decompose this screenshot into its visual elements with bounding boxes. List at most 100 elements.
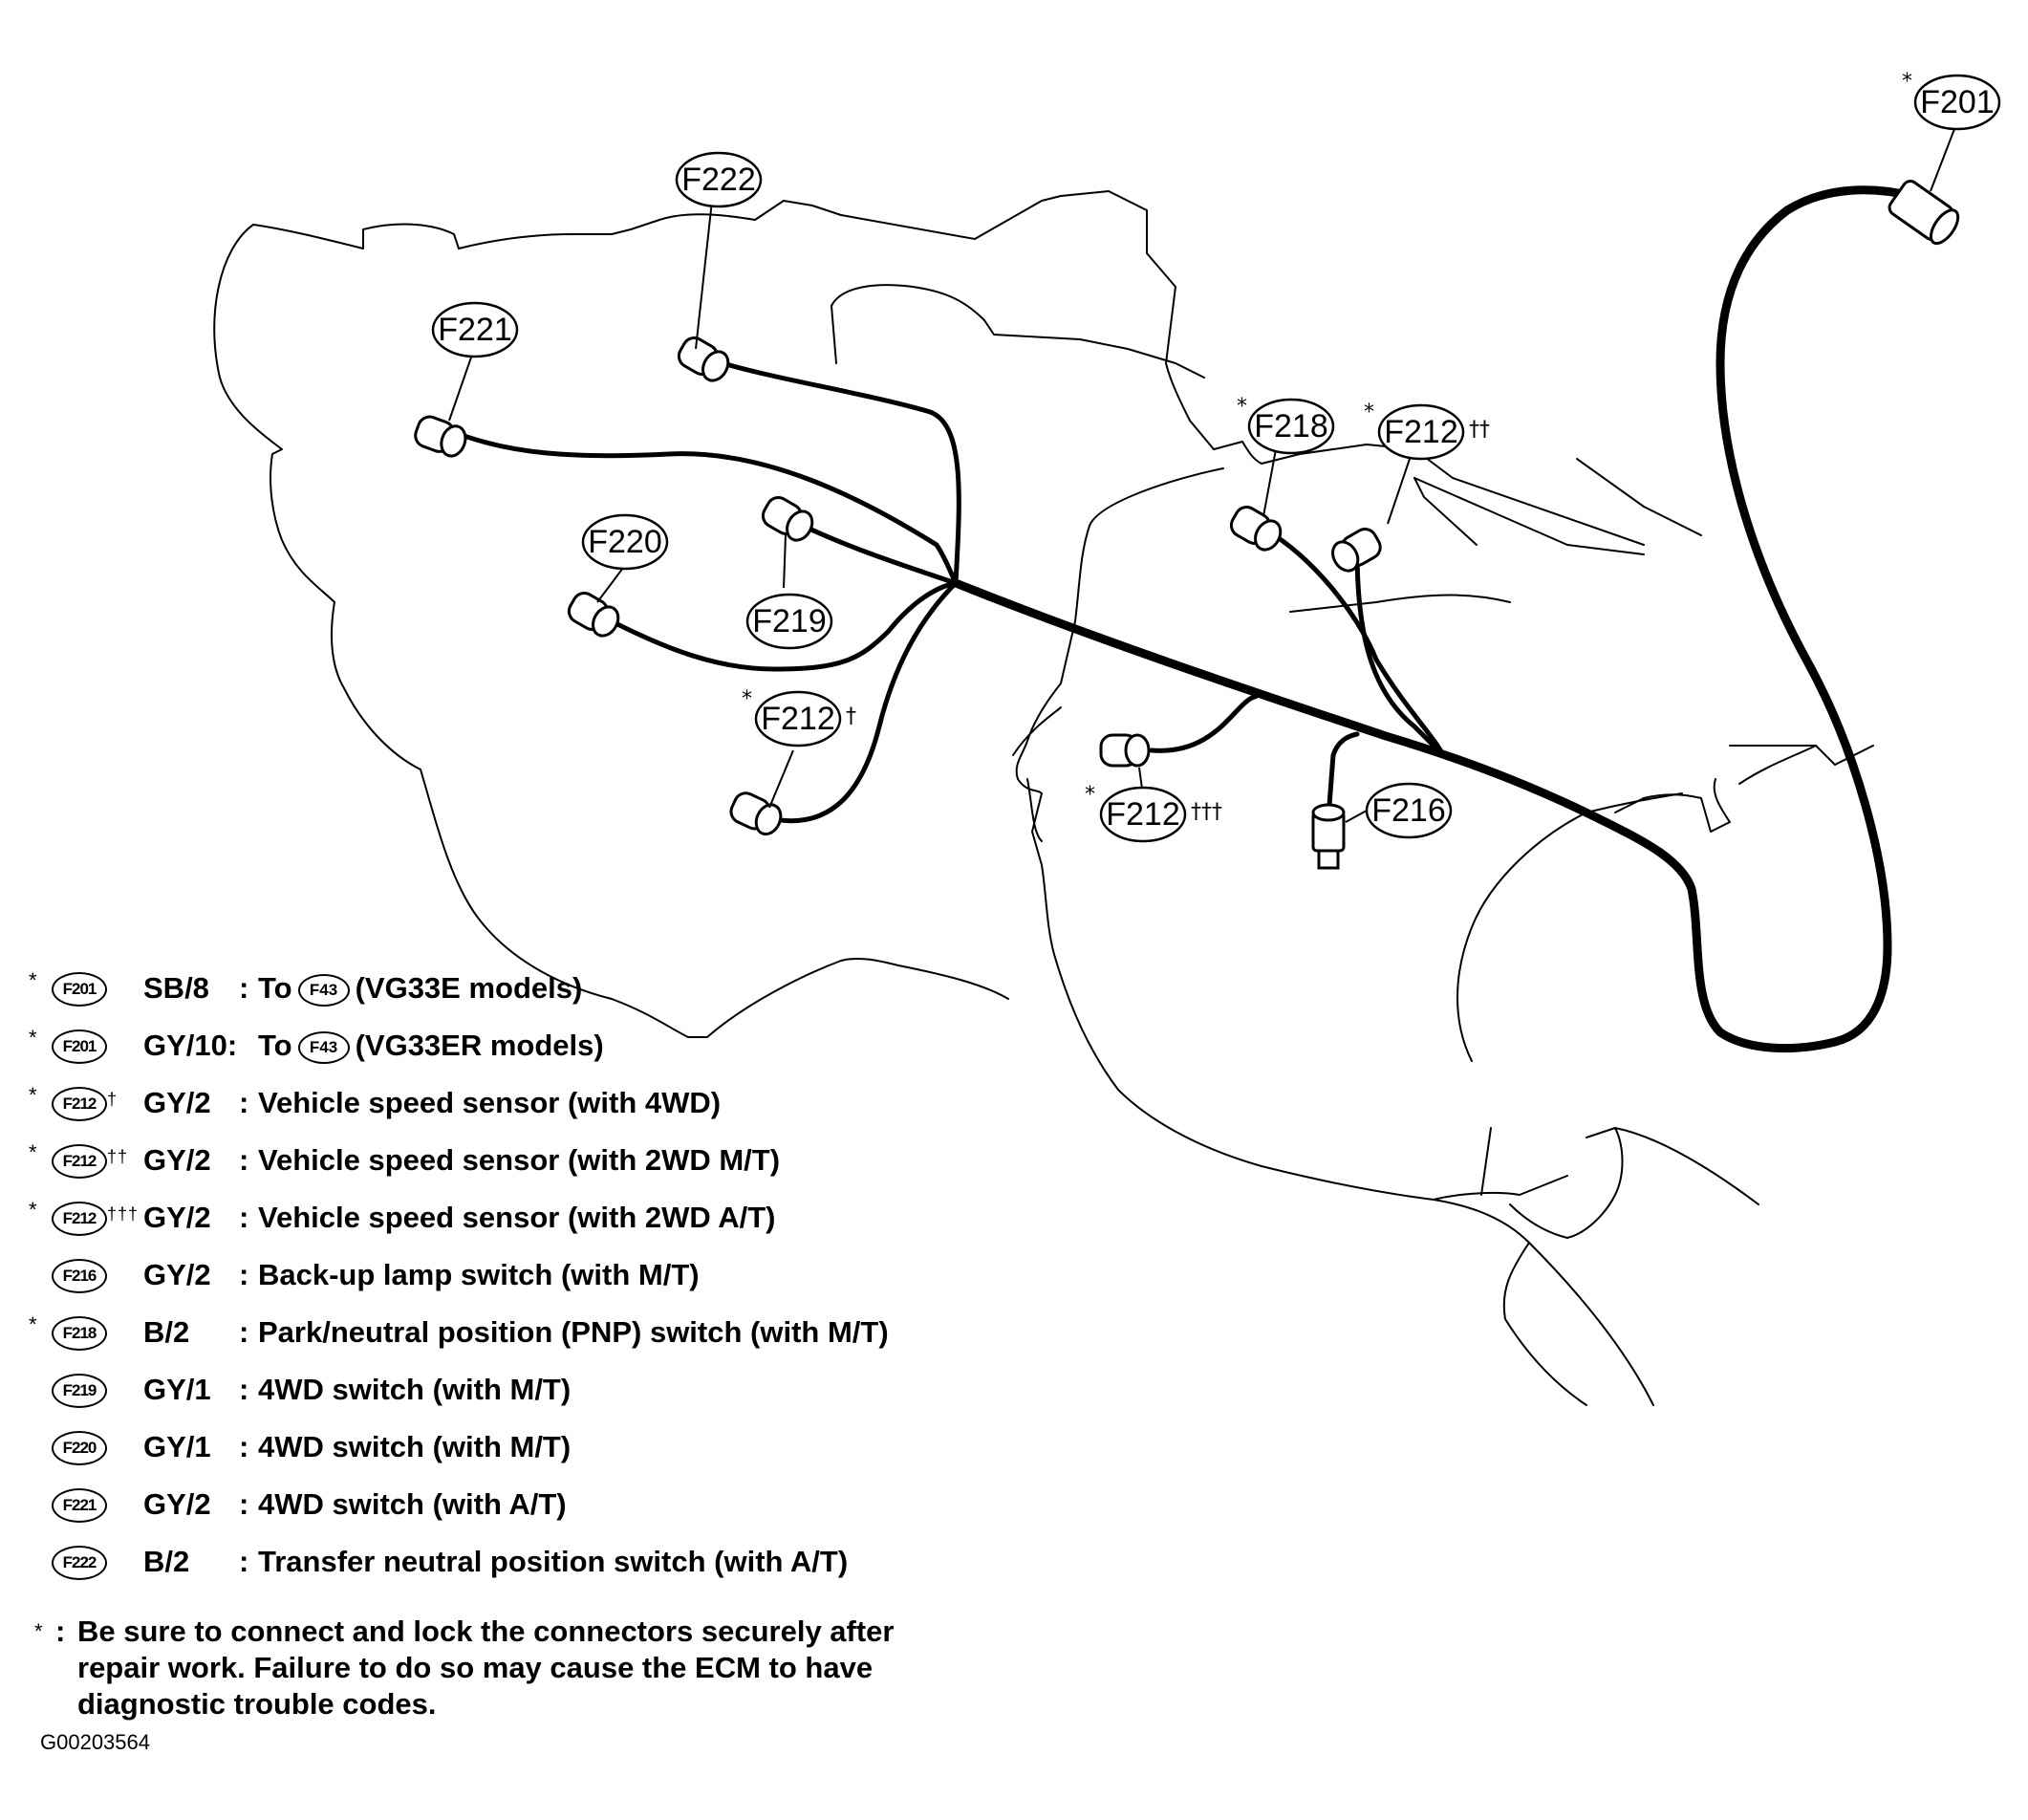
svg-text:†††: ††† [1191,800,1222,824]
svg-text:†: † [846,704,856,728]
legend-description: 4WD switch (with A/T) [258,1487,567,1521]
legend-description: Vehicle speed sensor (with 4WD) [258,1086,722,1119]
connector-plugs [414,180,1960,870]
legend-connector-tag: F201 [52,1029,107,1064]
connector-f216-plug [1311,803,1346,870]
legend-wire-code: SB/8 [143,971,209,1005]
legend-connector-tag: F222 [52,1546,107,1580]
legend-wire-code: GY/1 [143,1430,211,1463]
harness-wires [446,185,1916,1053]
footnote-star: * [34,1619,43,1643]
connector-f212-4wd-plug [729,791,783,836]
legend-dagger: ††† [107,1204,140,1224]
legend-wire-code: B/2 [143,1315,190,1349]
legend-description: Vehicle speed sensor (with 2WD A/T) [258,1201,776,1234]
legend-target-tag: F43 [297,1030,350,1064]
svg-text:*: * [742,687,752,711]
callout-f201: * F201 [1902,70,2001,131]
legend-row-f222: F222 B/2 : Transfer neutral position swi… [29,1539,984,1585]
svg-text:F219: F219 [752,603,827,639]
legend-description: Vehicle speed sensor (with 2WD M/T) [258,1143,781,1177]
legend-connector-tag: F201 [52,972,107,1007]
legend-connector-tag: F218 [52,1316,107,1351]
legend-star: * [29,1312,37,1336]
svg-text:F220: F220 [588,524,662,560]
svg-text:*: * [1085,783,1095,807]
svg-text:*: * [1902,70,1912,94]
figure-id: G00203564 [40,1730,150,1754]
legend-connector-tag: F219 [52,1374,107,1408]
svg-text:*: * [1364,401,1374,424]
legend-target-tag: F43 [297,973,350,1007]
legend-connector-tag: F221 [52,1488,107,1523]
callout-f219: F219 [745,593,833,650]
transmission-outline [213,190,1874,1406]
legend-connector-tag: F216 [52,1259,107,1293]
legend-connector-tag: F212 [52,1144,107,1179]
leader-lines [448,128,1955,823]
connector-f212-2wd-at-plug [1099,733,1151,768]
legend-star: * [29,1140,37,1164]
callout-f212-2wd-at: * F212 ††† [1085,783,1222,843]
connector-f222-plug [677,336,730,382]
connector-f220-plug [567,592,620,638]
legend-wire-code: GY/2 [143,1487,211,1521]
legend-connector-tag: F212 [52,1202,107,1236]
footnote-colon: : [55,1614,66,1648]
legend-row-f216: F216 GY/2 : Back-up lamp switch (with M/… [29,1252,984,1298]
legend-wire-code: GY/2 [143,1201,211,1234]
legend-connector-tag: F212 [52,1087,107,1121]
callout-f220: F220 [581,513,669,571]
legend-dagger: †† [107,1147,129,1166]
legend-wire-code: GY/2 [143,1086,211,1119]
footnote-text: Be sure to connect and lock the connecto… [77,1614,895,1721]
callout-f212-4wd: * F212 † [742,687,856,748]
legend-star: * [29,1198,37,1222]
svg-text:*: * [1237,395,1247,419]
footnote: * : Be sure to connect and lock the conn… [34,1614,981,1722]
legend-dagger: † [107,1090,119,1109]
svg-text:F212: F212 [1106,796,1180,833]
legend-description: 4WD switch (with M/T) [258,1373,572,1406]
legend-row-f212-2wd-mt: * F212 †† GY/2 : Vehicle speed sensor (w… [29,1138,984,1183]
legend-star: * [29,1026,37,1050]
connector-f201-plug [1888,180,1960,246]
connector-f221-plug [414,415,467,458]
callout-f218: * F218 [1237,395,1335,455]
legend-row-f218: * F218 B/2 : Park/neutral position (PNP)… [29,1310,984,1355]
svg-text:F222: F222 [681,162,756,198]
legend-wire-code: GY/2 [143,1258,211,1291]
svg-text:F201: F201 [1920,84,1995,120]
connector-f219-plug [761,496,814,542]
legend-description: Back-up lamp switch (with M/T) [258,1258,700,1291]
callout-f216: F216 [1365,782,1453,839]
legend-row-f219: F219 GY/1 : 4WD switch (with M/T) [29,1367,984,1413]
callout-f222: F222 [675,151,763,208]
legend-description: 4WD switch (with M/T) [258,1430,572,1463]
legend-wire-code: B/2 [143,1545,190,1578]
connector-f212-2wd-mt-plug [1331,528,1382,573]
legend-star: * [29,968,37,992]
legend-wire-code: GY/1 [143,1373,211,1406]
legend-wire-code: GY/2 [143,1143,211,1177]
svg-text:F212: F212 [1384,414,1458,450]
legend-row-f221: F221 GY/2 : 4WD switch (with A/T) [29,1482,984,1528]
legend-star: * [29,1083,37,1107]
callout-f221: F221 [431,301,519,358]
svg-text:F221: F221 [438,312,512,348]
callout-f212-2wd-mt: * F212 †† [1364,401,1490,461]
legend-row-f220: F220 GY/1 : 4WD switch (with M/T) [29,1424,984,1470]
svg-text:F216: F216 [1371,792,1446,829]
legend-description: Park/neutral position (PNP) switch (with… [258,1315,889,1349]
svg-text:††: †† [1469,418,1490,442]
legend-connector-tag: F220 [52,1431,107,1465]
legend-description: Transfer neutral position switch (with A… [258,1545,849,1578]
svg-text:F212: F212 [761,701,835,737]
connector-f218-plug [1229,506,1283,552]
svg-text:F218: F218 [1254,408,1328,444]
